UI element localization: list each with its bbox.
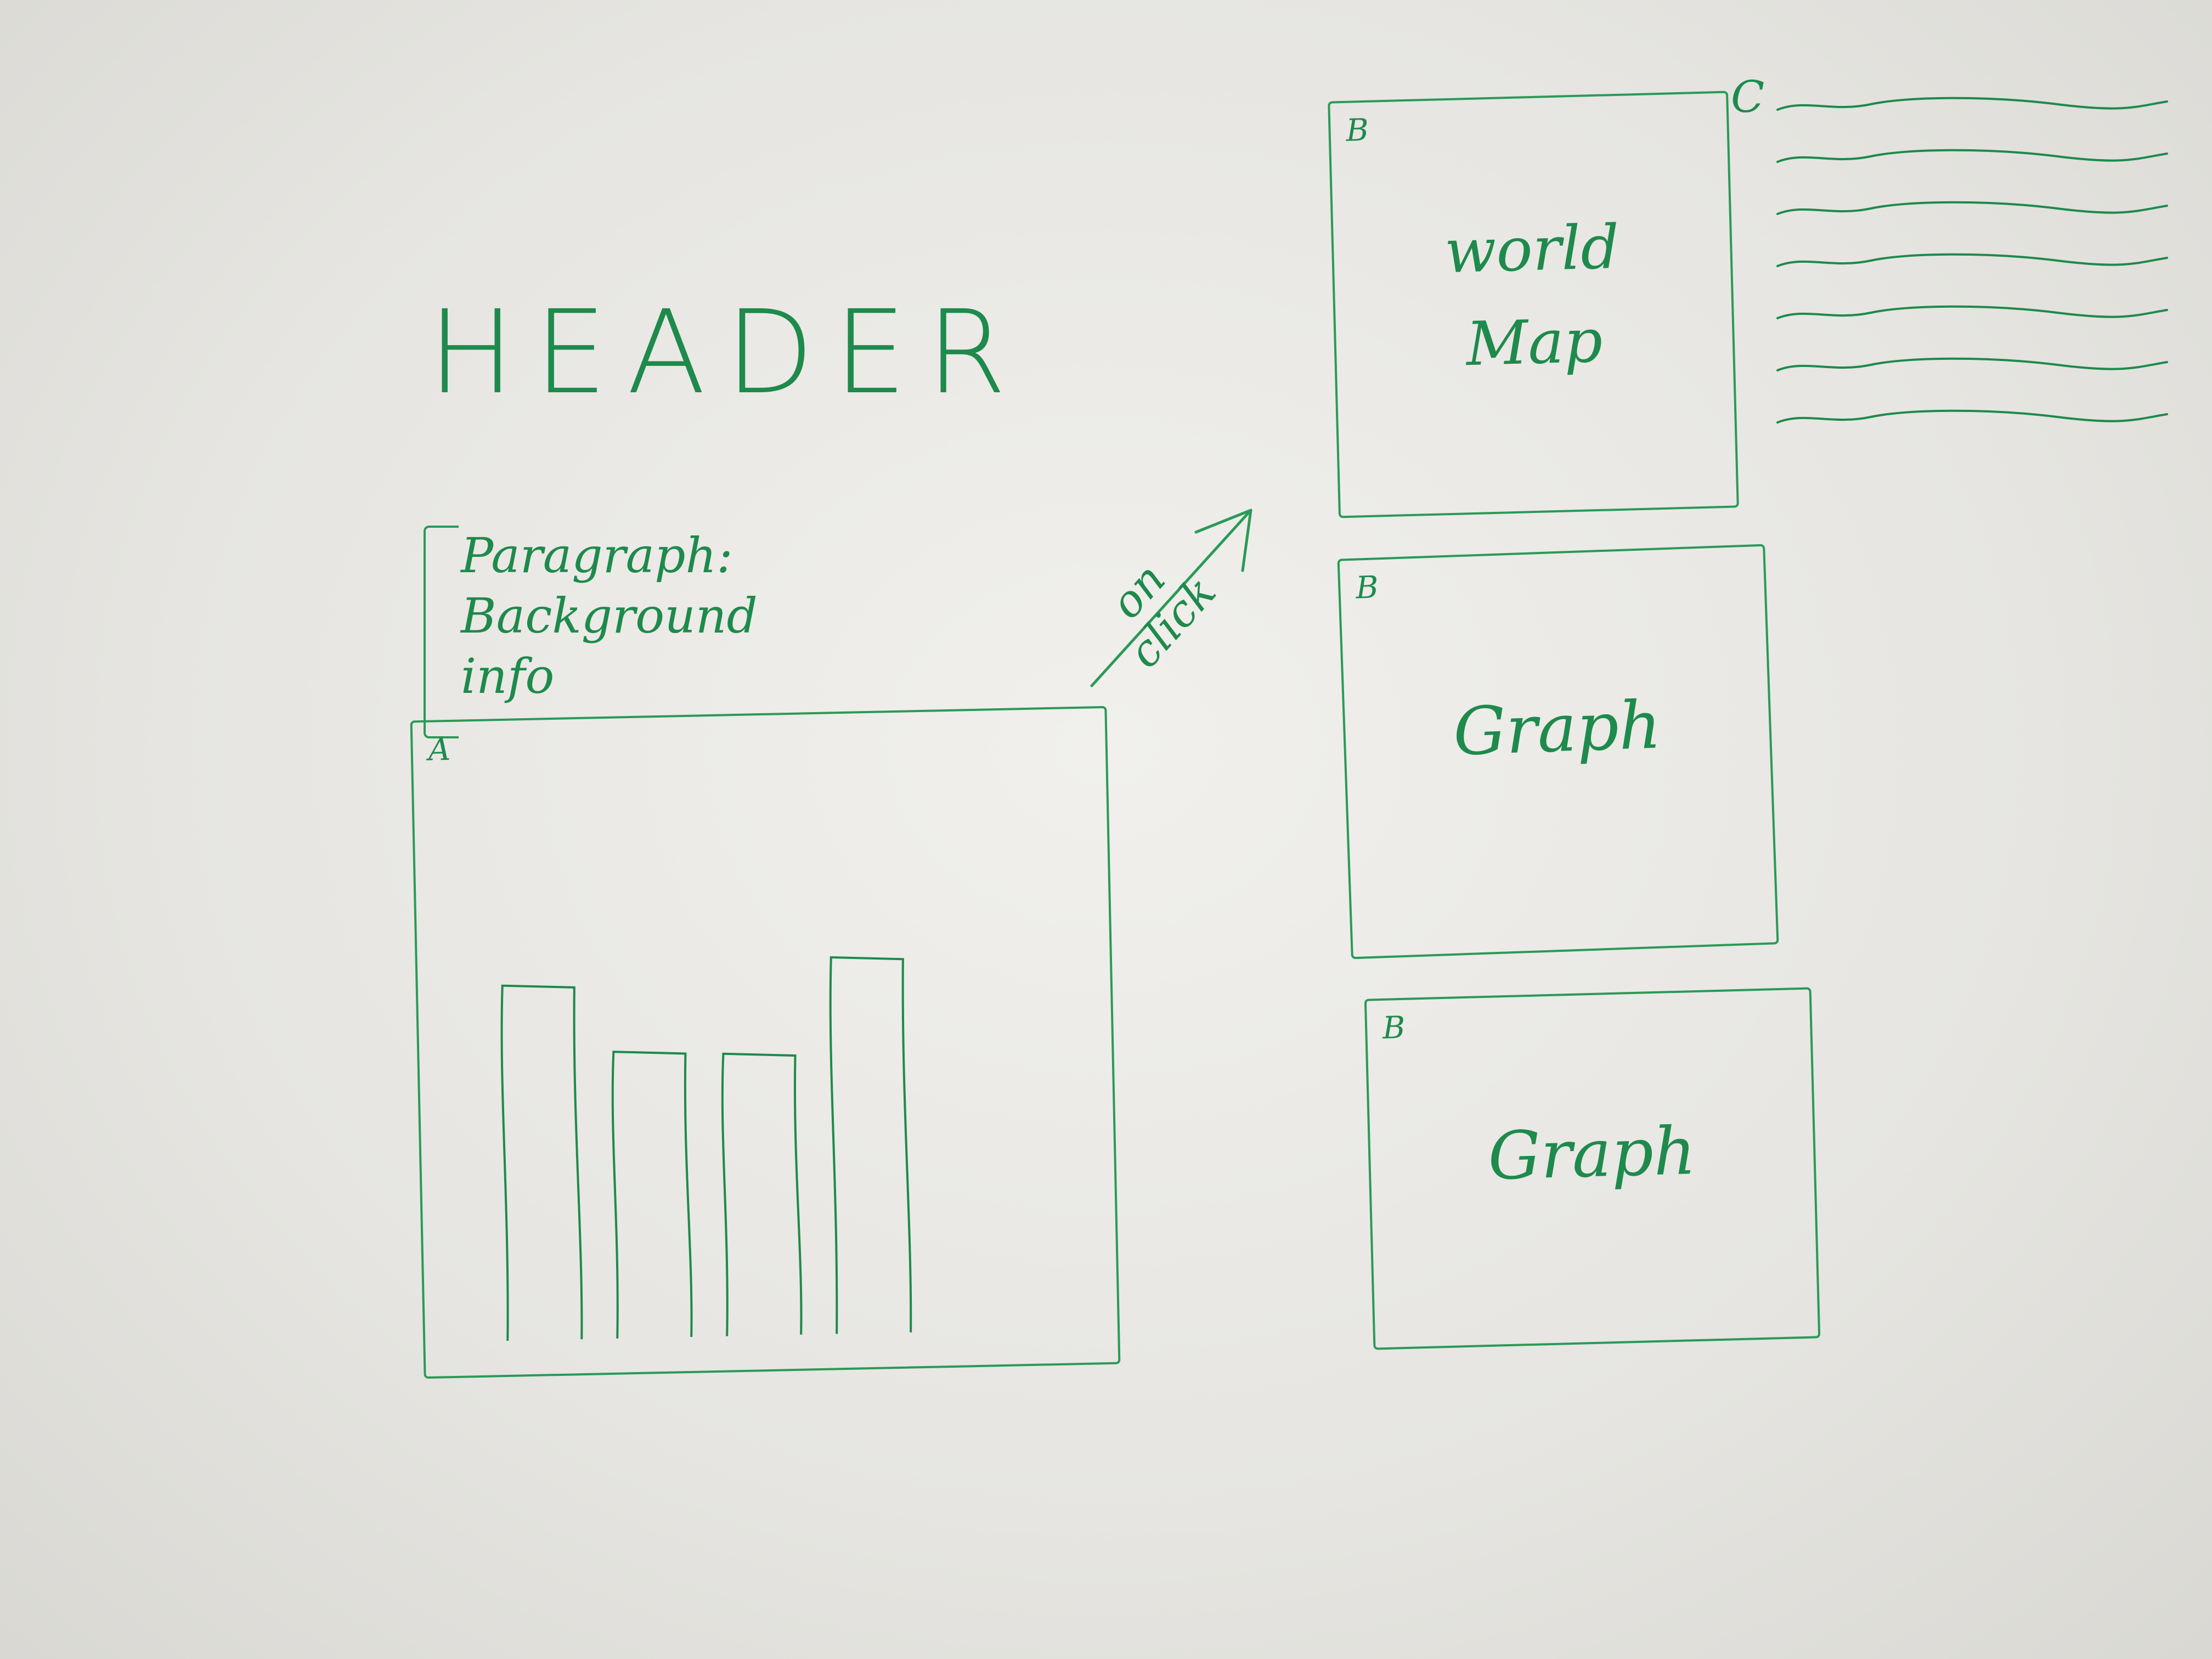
header-heading: HEADER <box>428 285 1026 420</box>
bar-2 <box>611 1051 693 1339</box>
paragraph-background-info: Paragraph: Background info <box>461 526 1037 707</box>
panel-graph-1-label: B <box>1355 569 1379 606</box>
panel-map-label: B <box>1345 112 1369 149</box>
panel-graph-2-label: B <box>1382 1009 1406 1046</box>
world-map-title-line-1: world <box>1443 211 1621 287</box>
bar-chart-sketch <box>500 956 912 1341</box>
onclick-arrow-icon <box>1090 509 1252 687</box>
panel-world-map[interactable]: B world Map <box>1328 91 1739 518</box>
bar-4 <box>829 956 912 1334</box>
graph-1-title: Graph <box>1452 687 1663 771</box>
list-c-line-4 <box>1776 253 2168 267</box>
panel-graph-2[interactable]: B Graph <box>1364 987 1821 1350</box>
paragraph-bracket <box>424 526 459 738</box>
list-c-label: C <box>1731 71 1765 122</box>
list-c-line-3 <box>1776 201 2168 215</box>
list-c-line-1 <box>1776 97 2168 111</box>
bar-1 <box>500 984 583 1341</box>
list-c-line-7 <box>1776 409 2168 424</box>
list-c-line-5 <box>1776 305 2168 319</box>
paragraph-line-2: info <box>461 648 555 704</box>
graph-2-title: Graph <box>1487 1113 1697 1195</box>
paragraph-line-1: Paragraph: Background <box>461 527 758 644</box>
world-map-title-line-2: Map <box>1465 305 1604 380</box>
list-c-line-6 <box>1776 357 2168 371</box>
bar-3 <box>721 1052 803 1336</box>
list-c-lines <box>1776 97 2168 424</box>
panel-graph-1[interactable]: B Graph <box>1337 544 1779 960</box>
world-map-title: world Map <box>1333 198 1734 394</box>
list-c-line-2 <box>1776 149 2168 163</box>
panel-a-bar-chart[interactable]: A <box>410 706 1121 1379</box>
